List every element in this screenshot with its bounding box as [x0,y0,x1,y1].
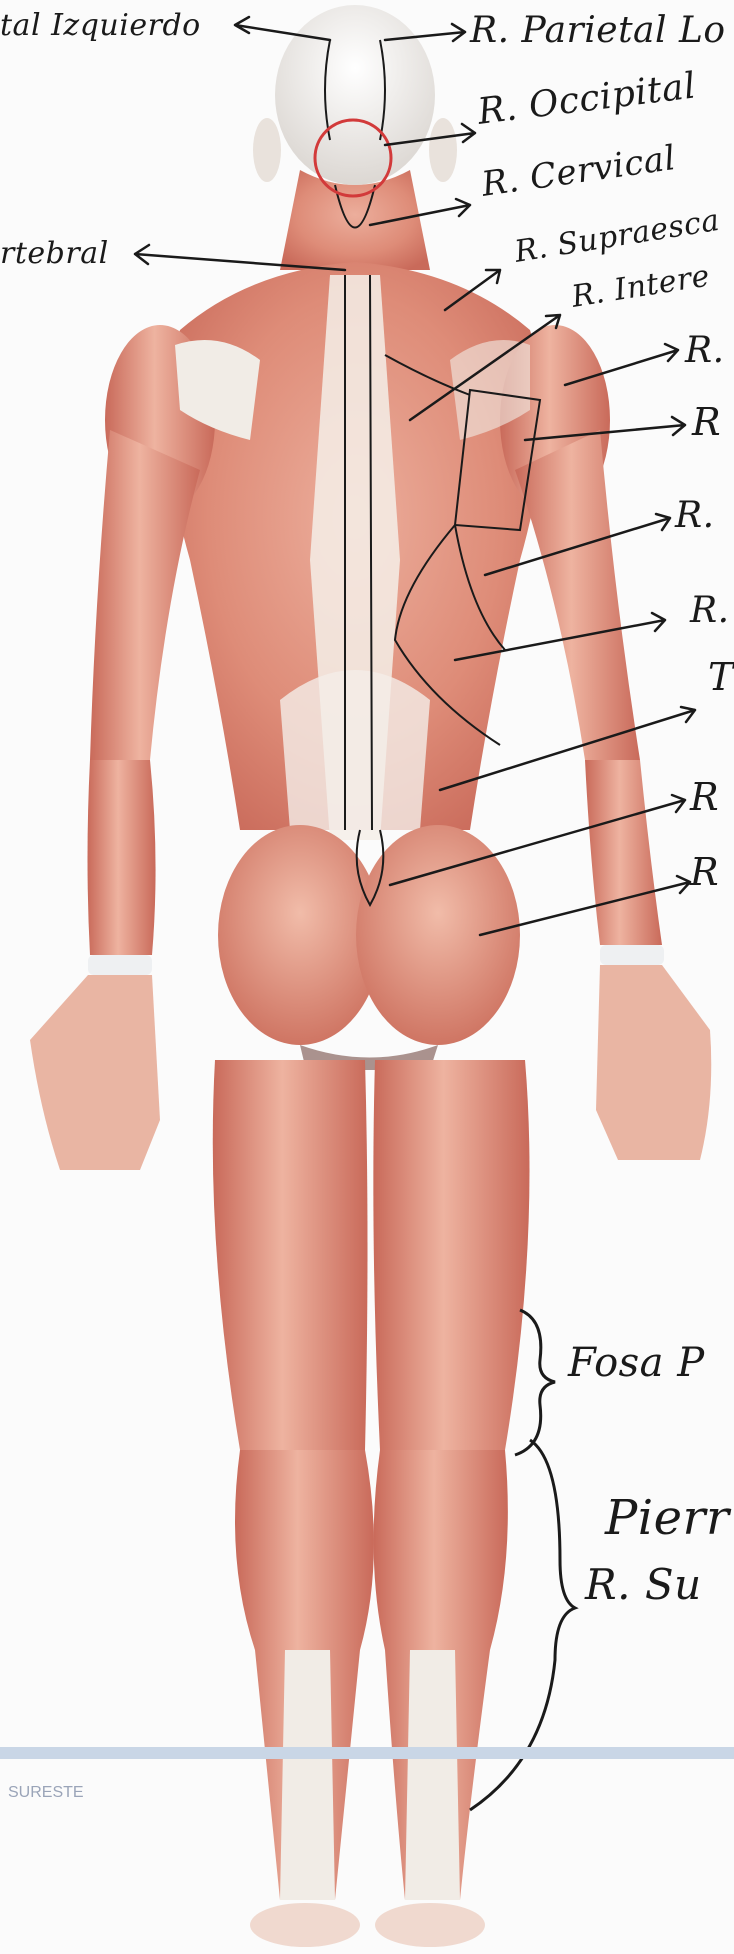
label-region-1: R. [685,330,725,371]
label-vertebral: rtebral [0,236,109,271]
label-region-5: R [690,775,719,819]
left-achilles-tendon [280,1650,335,1900]
left-thigh [213,1060,368,1450]
left-hand [30,975,160,1170]
right-gluteus [356,825,520,1045]
footer-divider [0,1747,734,1759]
right-ear [429,118,457,182]
footer-watermark: SURESTE [8,1784,84,1802]
label-parietal-derecho: R. Parietal Lo [470,10,726,51]
lumbar-fascia [280,670,430,830]
label-fosa-poplitea: Fosa P [568,1340,705,1386]
neck [280,170,430,270]
left-forearm [88,760,156,955]
right-hand [596,965,711,1160]
left-heel [250,1903,360,1947]
right-upper-arm [515,430,640,760]
label-pierna: Pierr [605,1490,729,1546]
left-ear [253,118,281,182]
right-wrist-band [600,945,664,965]
left-wrist-band [88,955,152,975]
label-region-4: R. [690,590,730,631]
label-region-t: T [708,655,734,699]
label-r-sural: R. Su [585,1560,702,1609]
right-achilles-tendon [405,1650,460,1900]
label-region-3: R. [675,495,715,536]
label-parietal-izquierdo: tal Izquierdo [0,8,201,43]
label-region-2: R [692,400,721,444]
right-thigh [373,1060,529,1450]
head [275,5,435,185]
right-heel [375,1903,485,1947]
left-upper-arm [90,430,200,760]
label-region-6: R [690,850,719,894]
right-forearm [585,760,662,945]
